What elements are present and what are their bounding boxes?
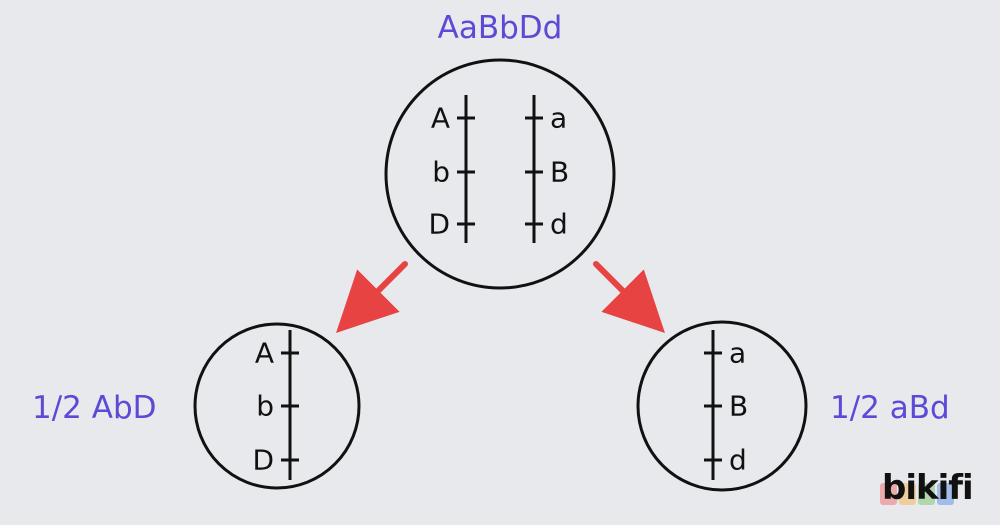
parent-right-allele-1: B bbox=[550, 156, 569, 189]
parent-right-allele-2: d bbox=[550, 208, 568, 241]
bikifi-logo: bikifi bbox=[876, 468, 986, 508]
gamete-right-allele-0: a bbox=[729, 337, 746, 370]
parent-left-allele-2: D bbox=[428, 208, 450, 241]
gamete-left-allele-1: b bbox=[256, 390, 274, 423]
logo-bar-0 bbox=[880, 483, 897, 505]
gamete-left-label: 1/2 AbD bbox=[32, 390, 157, 426]
arrow-to-right-gamete bbox=[593, 261, 665, 333]
logo-text: bikifi bbox=[882, 468, 974, 508]
parent-left-allele-0: A bbox=[431, 102, 450, 135]
parent-genotype-label: AaBbDd bbox=[437, 10, 563, 46]
logo-bar-3 bbox=[937, 483, 954, 505]
gamete-left-allele-2: D bbox=[252, 444, 274, 477]
gamete-cell-left bbox=[193, 322, 361, 490]
gamete-right-label: 1/2 aBd bbox=[830, 390, 950, 426]
logo-color-bars bbox=[880, 483, 956, 509]
parent-cell bbox=[384, 58, 616, 290]
logo-bar-1 bbox=[899, 483, 916, 505]
gamete-cell-right bbox=[636, 320, 808, 492]
parent-right-allele-0: a bbox=[550, 102, 567, 135]
logo-bar-2 bbox=[918, 483, 935, 505]
gamete-right-allele-2: d bbox=[729, 444, 747, 477]
gamete-right-allele-1: B bbox=[729, 390, 748, 423]
arrow-to-left-gamete bbox=[336, 261, 408, 333]
gamete-left-allele-0: A bbox=[255, 337, 274, 370]
parent-left-allele-1: b bbox=[432, 156, 450, 189]
